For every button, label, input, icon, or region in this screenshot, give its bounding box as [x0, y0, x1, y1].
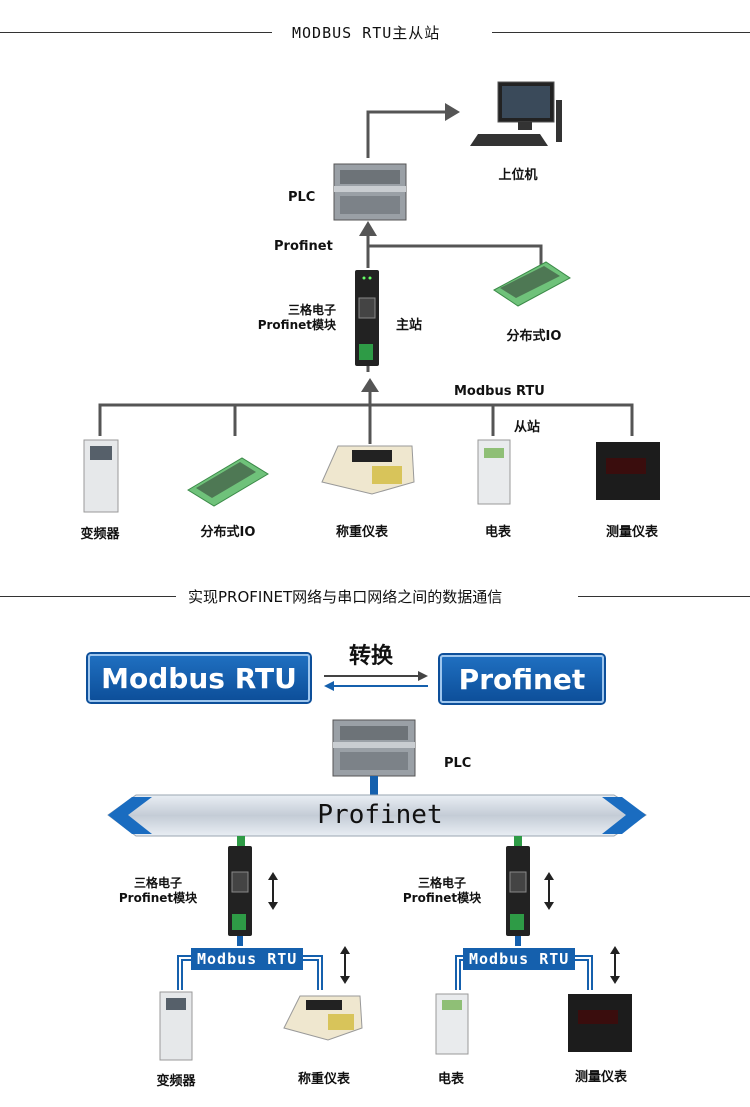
device-label-weighing: 称重仪表 [335, 525, 389, 540]
device-label-inverter: 变频器 [80, 527, 120, 542]
device-label-distributed-io: 分布式IO [200, 525, 256, 540]
section2-rule-left [0, 596, 176, 597]
left-module-label: 三格电子 Profinet模块 [104, 876, 212, 906]
distributed-io-icon [493, 261, 571, 307]
device-label-meter: 电表 [484, 525, 512, 540]
section1-rule-right [492, 32, 750, 33]
convert-label: 转换 [348, 644, 394, 669]
profinet-box: Profinet [440, 655, 604, 703]
section2-rule-right [578, 596, 750, 597]
bottom-label-weighing: 称重仪表 [297, 1072, 351, 1087]
bottom-label-inverter: 变频器 [156, 1074, 196, 1089]
profinet-label: Profinet [274, 239, 333, 254]
module-label-line1: 三格电子 [287, 303, 336, 317]
distributed-io-label: 分布式IO [506, 329, 562, 344]
left-module-line2: Profinet模块 [118, 891, 198, 905]
computer-label: 上位机 [498, 168, 538, 183]
module-label-line2: Profinet模块 [257, 318, 336, 332]
right-modbus-rtu-tag: Modbus RTU [463, 948, 576, 970]
right-module-label: 三格电子 Profinet模块 [388, 876, 496, 906]
left-module-line1: 三格电子 [133, 876, 182, 890]
modbus-rtu-box: Modbus RTU [88, 654, 310, 702]
module-label: 三格电子 Profinet模块 [232, 303, 336, 333]
profinet-module-icon [355, 270, 379, 366]
plc-icon [333, 163, 407, 221]
device-label-measuring: 测量仪表 [605, 525, 659, 540]
right-module-line1: 三格电子 [417, 876, 466, 890]
modbus-rtu-label: Modbus RTU [454, 384, 545, 399]
section2-title: 实现PROFINET网络与串口网络之间的数据通信 [182, 586, 509, 607]
right-module-line2: Profinet模块 [402, 891, 482, 905]
section1-rule-left [0, 32, 272, 33]
plc-label: PLC [288, 190, 316, 205]
slave-label: 从站 [514, 420, 541, 435]
bottom-label-measuring: 测量仪表 [574, 1070, 628, 1085]
device-row-icons [83, 439, 660, 513]
computer-icon [470, 81, 562, 146]
master-label: 主站 [396, 318, 423, 333]
bus-label: Profinet [317, 800, 443, 830]
plc-label-2: PLC [444, 756, 472, 771]
section1-title: MODBUS RTU主从站 [286, 22, 447, 43]
bottom-label-meter: 电表 [437, 1072, 465, 1087]
left-modbus-rtu-tag: Modbus RTU [191, 948, 304, 970]
